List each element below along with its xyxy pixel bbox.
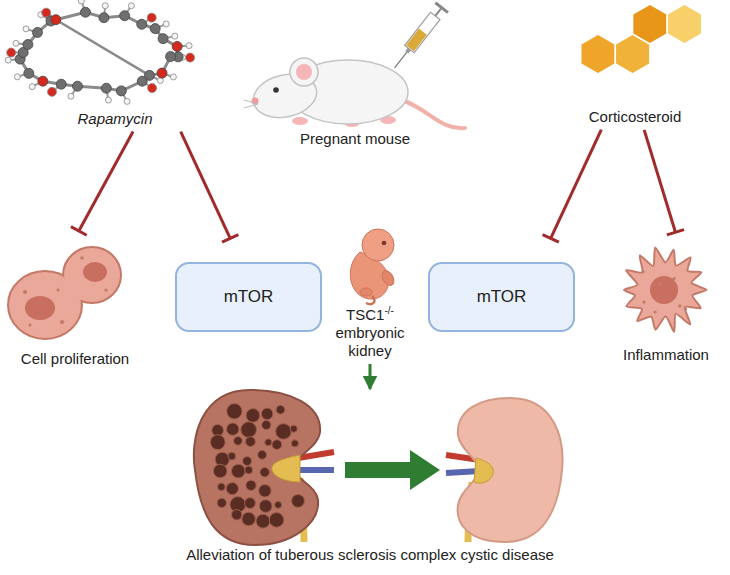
drug-label: Corticosteroid bbox=[555, 2, 715, 126]
inhibition-bar bbox=[667, 230, 684, 235]
connector-line bbox=[369, 364, 372, 389]
connector-line bbox=[79, 132, 133, 231]
figure-caption: Pregnant mouse bbox=[250, 130, 460, 148]
model-label: Pregnant mouse bbox=[250, 10, 460, 148]
inhibition-connector bbox=[181, 132, 239, 243]
arrow-connector bbox=[370, 364, 371, 389]
steroid-rings bbox=[581, 4, 702, 74]
inflammatory-cell bbox=[624, 247, 707, 331]
figure-caption: Corticosteroid bbox=[555, 108, 715, 126]
connector-line bbox=[181, 132, 231, 239]
model-label: TSC1-/- embryonic kidney bbox=[327, 222, 413, 360]
figure-caption: Cell proliferation bbox=[5, 350, 145, 368]
box-label: mTOR bbox=[477, 287, 527, 307]
cystic-kidney bbox=[194, 390, 334, 545]
process-label: Cell proliferation bbox=[5, 238, 145, 368]
inhibition-connector bbox=[71, 132, 133, 236]
outcome-label: Alleviation of tuberous sclerosis comple… bbox=[145, 392, 595, 564]
healthy-kidney bbox=[446, 398, 562, 542]
process-label: Inflammation bbox=[610, 238, 722, 364]
inhibition-connector bbox=[543, 130, 602, 243]
figure-caption: Alleviation of tuberous sclerosis comple… bbox=[145, 546, 595, 564]
box-label: mTOR bbox=[224, 287, 274, 307]
drug-label: Rapamycin bbox=[15, 2, 215, 128]
embryo-figure bbox=[350, 229, 396, 304]
improvement-arrow bbox=[345, 450, 440, 490]
pathway-box: mTOR bbox=[428, 262, 575, 332]
figure-caption: Inflammation bbox=[610, 346, 722, 364]
dividing-cell bbox=[9, 248, 120, 338]
rapamycin-molecule bbox=[5, 0, 194, 104]
connector-line bbox=[551, 130, 602, 239]
connector-line bbox=[644, 130, 675, 232]
inhibition-bar bbox=[543, 235, 559, 243]
figure-caption: TSC1-/- embryonic kidney bbox=[327, 306, 413, 360]
inhibition-connector bbox=[644, 130, 684, 235]
inhibition-bar bbox=[71, 227, 87, 236]
inhibition-bar bbox=[222, 235, 238, 243]
figure-caption: Rapamycin bbox=[15, 110, 215, 128]
mouse-figure bbox=[244, 58, 465, 128]
pathway-box: mTOR bbox=[175, 262, 322, 332]
syringe bbox=[388, 2, 449, 73]
